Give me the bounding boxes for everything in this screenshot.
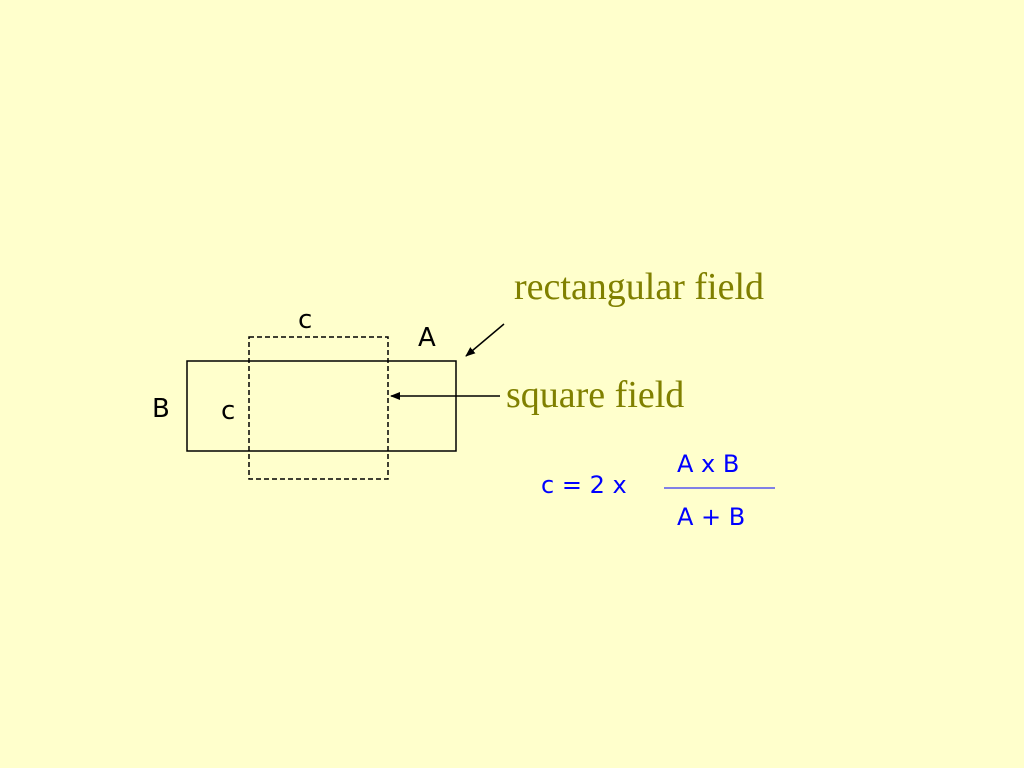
rectangular-field-label: rectangular field	[514, 266, 765, 308]
formula-lhs: c = 2 x	[541, 471, 627, 499]
rectangular-field-arrow	[465, 323, 505, 357]
side-c-top-label: c	[298, 305, 313, 335]
side-c-left-label: c	[221, 396, 236, 426]
side-a-label: A	[418, 323, 436, 353]
side-b-label: B	[152, 394, 170, 424]
square-field-outline	[248, 336, 389, 480]
square-field-label: square field	[506, 374, 685, 416]
formula-numerator: A x B	[677, 450, 740, 478]
rectangular-field-outline	[186, 360, 457, 452]
formula-denominator: A + B	[677, 503, 746, 531]
